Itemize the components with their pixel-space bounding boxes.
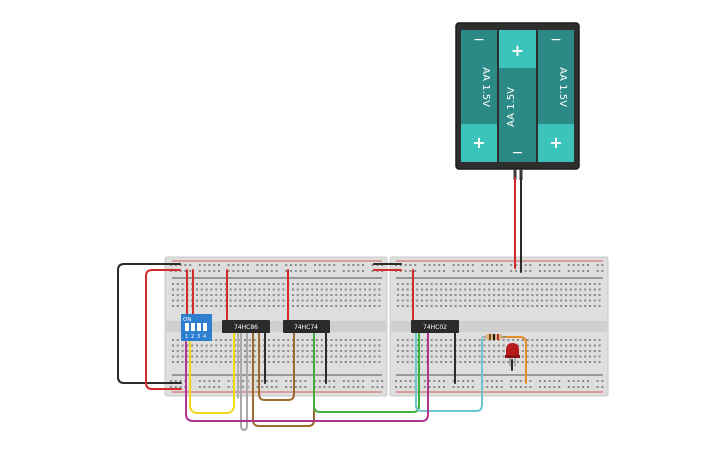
wire-yellow[interactable] — [189, 332, 235, 414]
breadboard-right[interactable] — [389, 256, 609, 397]
dip-switch-number-1: 1 — [185, 334, 188, 340]
chip-74hc74-label: 74HC74 — [294, 324, 318, 331]
wire-gray-1[interactable] — [240, 332, 248, 431]
dip-switch-header: ON — [183, 317, 191, 323]
wire-brown-2[interactable] — [258, 332, 295, 401]
battery-cell-2: + AA 1.5V − — [499, 30, 536, 162]
chip-74hc02[interactable]: 74HC02 — [411, 320, 459, 333]
battery-cell-3: − AA 1.5V + — [538, 30, 574, 162]
wire-brown-1[interactable] — [252, 332, 315, 427]
dip-switch[interactable]: ON 1 2 3 4 — [181, 314, 212, 341]
chip-74hc86-label: 74HC86 — [234, 324, 258, 331]
battery-cell-2-label: AA 1.5V — [506, 87, 517, 127]
chip-74hc02-label: 74HC02 — [423, 324, 447, 331]
battery-cell-3-top-terminal: − — [550, 32, 562, 48]
rail-bottom-left — [172, 374, 382, 393]
dip-switch-number-2: 2 — [191, 334, 194, 340]
battery-cell-3-label: AA 1.5V — [557, 67, 568, 107]
dip-switch-number-3: 3 — [197, 334, 200, 340]
dip-switch-number-4: 4 — [203, 334, 206, 340]
wires — [117, 177, 527, 431]
wire-left-black-loop[interactable] — [117, 263, 182, 384]
resistor[interactable] — [482, 334, 506, 340]
battery-cell-1: − AA 1.5V + — [461, 30, 497, 162]
wire-orange[interactable] — [499, 336, 527, 384]
led-red[interactable] — [505, 343, 520, 366]
battery-cell-1-bottom-terminal: + — [472, 133, 485, 152]
rail-bottom-right — [396, 374, 603, 393]
battery-pack[interactable]: − AA 1.5V + + AA 1.5V − − AA 1.5V + — [455, 22, 580, 180]
chip-74hc86[interactable]: 74HC86 — [222, 320, 270, 333]
wire-green[interactable] — [313, 332, 420, 413]
battery-cell-1-top-terminal: − — [473, 32, 485, 48]
battery-cell-3-bottom-terminal: + — [549, 133, 562, 152]
chip-74hc74[interactable]: 74HC74 — [283, 320, 330, 333]
battery-cell-2-bottom-terminal: − — [512, 145, 524, 161]
wire-magenta[interactable] — [185, 332, 429, 422]
wire-left-red-loop[interactable] — [145, 269, 182, 390]
battery-cell-1-label: AA 1.5V — [480, 67, 491, 107]
rail-top-left — [172, 260, 382, 279]
rail-top-right — [396, 260, 603, 279]
wire-cyan[interactable] — [415, 332, 483, 412]
battery-cell-2-top-terminal: + — [511, 41, 524, 60]
